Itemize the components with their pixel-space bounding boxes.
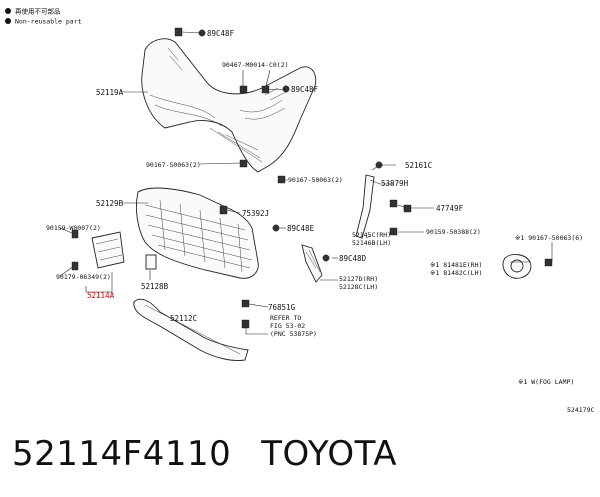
label-52119A: 52119A — [96, 88, 124, 97]
part-52129B-grille — [135, 187, 259, 279]
clip-icon — [219, 205, 228, 215]
parts-diagram: 再使用不可部品 Non-reusable part — [5, 7, 594, 414]
label-89C48E: 89C48E — [287, 224, 315, 233]
legend-jp-text: 再使用不可部品 — [15, 7, 61, 16]
label-diagram-id: 524179C — [567, 406, 594, 414]
label-52112C: 52112C — [170, 314, 197, 323]
label-refer-to: REFER TO — [270, 314, 301, 322]
label-89C48D: 89C48D — [339, 254, 367, 263]
label-53879H: 53879H — [381, 179, 409, 188]
clip-icon — [71, 229, 79, 239]
part-number: 52114F4110 — [12, 434, 232, 474]
nut-icon — [389, 199, 398, 208]
legend-en-text: Non-reusable part — [15, 18, 82, 26]
label-52145C: 52145C(RH) — [352, 231, 391, 239]
clip-icon — [71, 261, 79, 271]
label-fig-ref: FIG 53-02 — [270, 322, 305, 330]
label-90167: 90167-50063(2) — [146, 161, 201, 169]
label-pnc-ref: (PNC 53875P) — [270, 330, 317, 338]
label-52146B: 52146B(LH) — [352, 239, 391, 247]
part-labels: 89C48F 90467-M0014-C0(2) 89C48F 52119A 9… — [46, 29, 594, 414]
screw-icon — [389, 227, 398, 236]
rivet-icon — [272, 224, 280, 232]
label-76851G: 76851G — [268, 303, 296, 312]
label-52161C: 52161C — [405, 161, 432, 170]
clip-icon — [261, 85, 270, 94]
label-fog-lamp-note: ※1 W(FOG LAMP) — [518, 378, 574, 386]
label-47749F: 47749F — [436, 204, 464, 213]
label-81482C: ※1 81482C(LH) — [430, 269, 482, 277]
label-52128B: 52128B — [141, 282, 169, 291]
legend: 再使用不可部品 Non-reusable part — [5, 7, 82, 26]
brand-name: TOYOTA — [261, 434, 397, 474]
label-52127D: 52127D(RH) — [339, 275, 378, 283]
label-90467: 90467-M0014-C0(2) — [222, 61, 289, 69]
label-81481E: ※1 81481E(RH) — [430, 261, 482, 269]
part-53879H-bracket — [355, 174, 375, 239]
label-90159-50388: 90159-50388(2) — [426, 228, 481, 236]
label-52114A-highlighted: 52114A — [87, 291, 115, 300]
part-52112C-lower-spoiler — [133, 298, 249, 361]
label-90167: 90167-50063(2) — [288, 176, 343, 184]
label-90167-50063-6: ※1 90167-50063(6) — [515, 234, 583, 242]
screw-icon — [241, 319, 250, 329]
label-89C48F: 89C48F — [207, 29, 235, 38]
part-52114A-bracket — [71, 229, 125, 271]
non-reusable-bullet-icon — [5, 8, 11, 14]
clip-icon — [241, 299, 250, 308]
label-75392J: 75392J — [242, 209, 269, 218]
part-52127D-retainer — [301, 244, 323, 283]
rivet-icon — [322, 254, 330, 262]
label-52128C: 52128C(LH) — [339, 283, 378, 291]
screw-icon — [544, 258, 553, 267]
clip-icon — [239, 85, 248, 94]
clip-icon — [174, 27, 183, 37]
part-52128B — [145, 254, 157, 270]
non-reusable-bullet-icon — [5, 18, 11, 24]
screw-icon — [277, 175, 286, 184]
clip-icon — [403, 204, 412, 213]
product-title: 52114F4110 TOYOTA — [12, 434, 427, 474]
leader-lines — [59, 31, 553, 335]
screw-icon — [239, 159, 248, 168]
label-90179: 90179-06349(2) — [56, 273, 111, 281]
part-81481E-fog-cover — [502, 254, 553, 279]
part-52119A-upper-cover — [141, 38, 317, 173]
label-89C48F: 89C48F — [291, 85, 319, 94]
label-52129B: 52129B — [96, 199, 124, 208]
label-90159-W0007: 90159-W0007(2) — [46, 224, 101, 232]
